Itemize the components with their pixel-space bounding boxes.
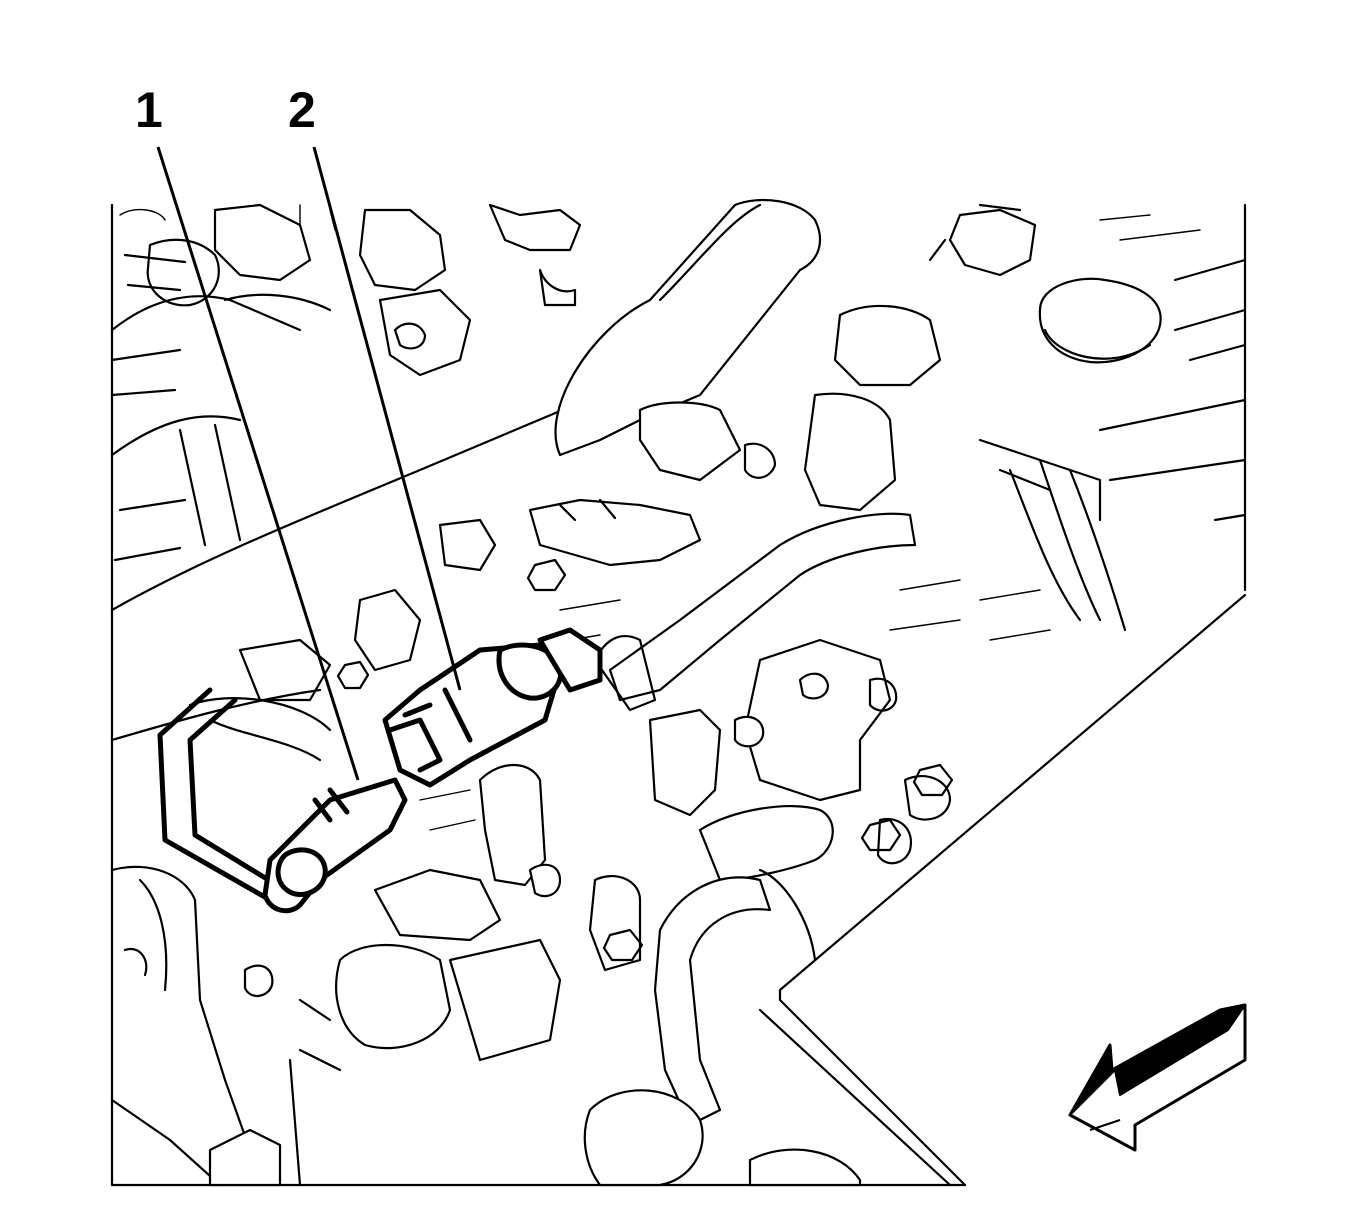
- front-direction-arrow-icon: [1068, 1003, 1247, 1152]
- leader-line-1: [156, 146, 360, 781]
- highlighted-hose: [157, 687, 408, 914]
- callout-label-1: 1: [135, 82, 163, 138]
- engine-line-art: [110, 198, 1247, 1187]
- callout-label-2: 2: [288, 82, 316, 138]
- highlighted-sensor: [382, 627, 603, 788]
- leader-line-2: [312, 146, 462, 691]
- callout-leaders: [156, 146, 462, 781]
